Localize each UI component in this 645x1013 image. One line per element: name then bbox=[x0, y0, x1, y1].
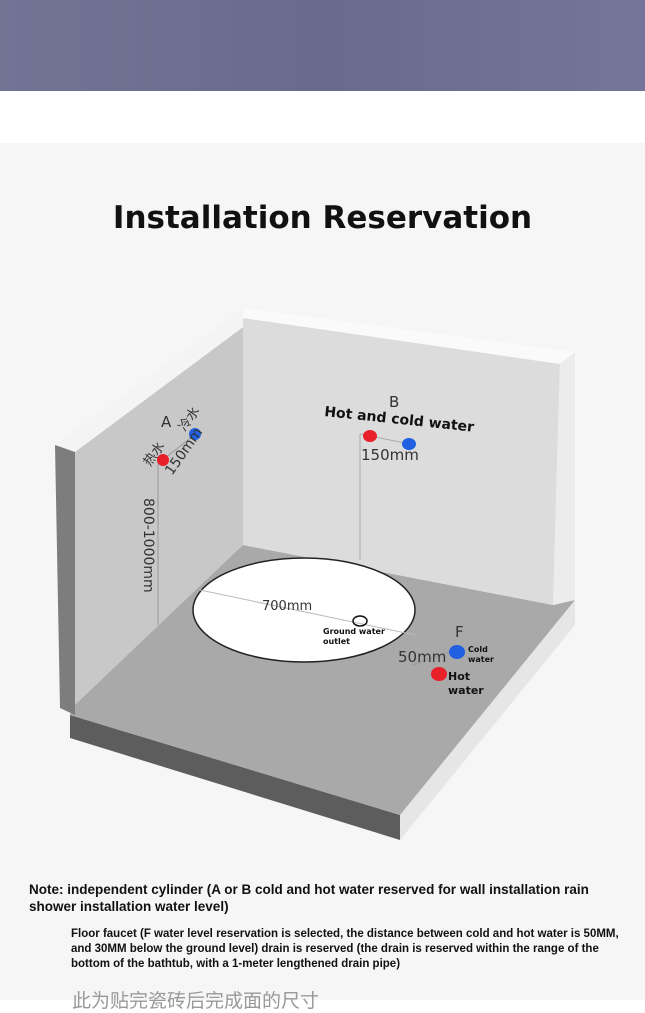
tub-diameter-line bbox=[199, 589, 416, 636]
note-independent-cylinder: Note: independent cylinder (A or B cold … bbox=[29, 882, 589, 914]
label-b: B bbox=[389, 393, 399, 411]
tub-diameter-label: 700mm bbox=[262, 599, 312, 614]
outlet-label-2: outlet bbox=[323, 637, 350, 646]
label-f: F bbox=[455, 623, 464, 641]
bathtub-outline bbox=[192, 557, 416, 663]
top-banner-image bbox=[0, 0, 645, 91]
slab-front bbox=[70, 715, 400, 840]
b-dist-label: 150mm bbox=[361, 446, 419, 464]
f-cold-label-2: water bbox=[468, 655, 494, 664]
f-cold-pipe bbox=[449, 645, 465, 659]
slab-side bbox=[400, 600, 575, 840]
f-cold-label-1: Cold bbox=[468, 645, 488, 654]
outlet-label-1: Ground water bbox=[323, 627, 385, 636]
drain-outlet-icon bbox=[352, 615, 368, 627]
note-floor-faucet: Floor faucet (F water level reservation … bbox=[71, 928, 619, 970]
a-hot-pipe bbox=[157, 454, 169, 466]
label-a: A bbox=[161, 413, 172, 431]
left-wall-top bbox=[55, 308, 258, 452]
f-hot-label-2: water bbox=[448, 684, 484, 697]
back-wall-face bbox=[243, 318, 560, 605]
left-wall-face bbox=[75, 318, 243, 705]
b-hot-pipe bbox=[363, 430, 377, 442]
right-wall-end bbox=[553, 352, 575, 605]
f-line bbox=[411, 649, 456, 666]
left-wall-end bbox=[55, 445, 75, 715]
back-wall-top bbox=[243, 308, 575, 364]
f-hot-pipe bbox=[431, 667, 447, 681]
f-hot-label-1: Hot bbox=[448, 670, 470, 683]
spacer bbox=[0, 91, 645, 143]
b-cold-pipe bbox=[402, 438, 416, 450]
page-title: Installation Reservation bbox=[112, 200, 533, 236]
a-cold-pipe bbox=[189, 428, 201, 440]
a-height-label: 800-1000mm bbox=[140, 498, 156, 593]
f-dist-label: 50mm bbox=[398, 648, 446, 666]
